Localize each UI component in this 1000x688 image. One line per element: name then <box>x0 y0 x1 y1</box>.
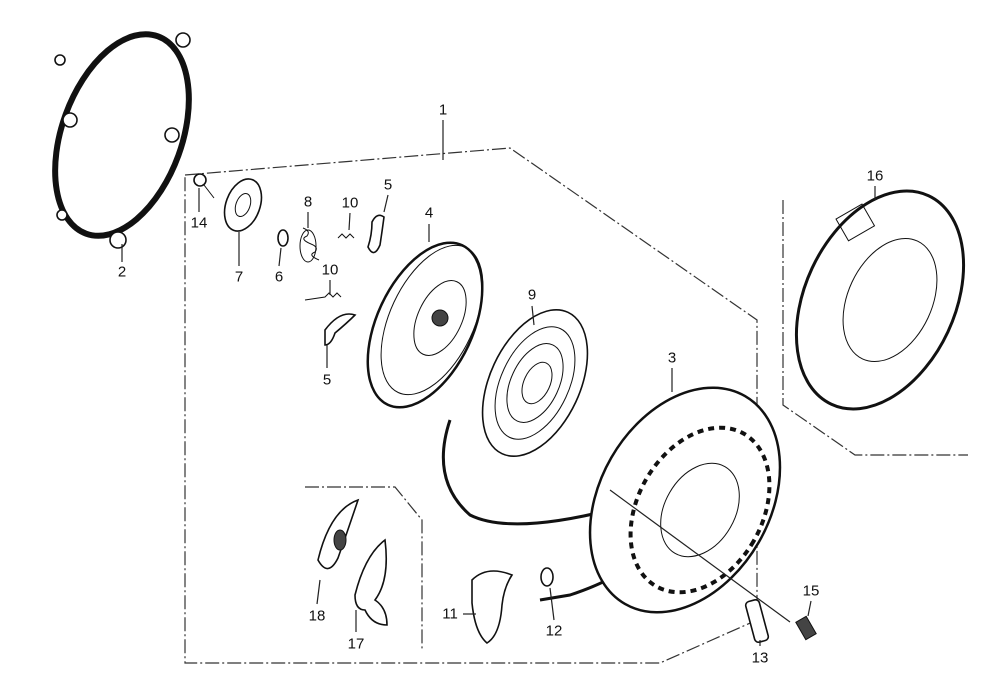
part-10-spring-lower <box>304 292 342 301</box>
callout-17: 17 <box>347 635 365 653</box>
callout-4: 4 <box>424 204 434 222</box>
callout-15: 15 <box>802 582 820 600</box>
part-15-bolt <box>795 615 817 641</box>
callout-9: 9 <box>527 286 537 304</box>
callout-18: 18 <box>308 607 326 625</box>
group-16-outline <box>782 200 968 456</box>
part-13-pin <box>744 599 770 643</box>
callout-14: 14 <box>190 214 208 232</box>
callout-2: 2 <box>117 263 127 281</box>
part-10-spring-upper <box>337 233 355 239</box>
part-18-grip <box>317 498 360 570</box>
part-5-pawl-lower <box>324 313 357 346</box>
part-7-ratchet <box>223 178 263 232</box>
callout-3: 3 <box>667 349 677 367</box>
callout-5-upper: 5 <box>383 176 393 194</box>
part-14-screw <box>193 173 215 199</box>
part-5-pawl-upper <box>367 214 385 254</box>
callout-6: 6 <box>274 268 284 286</box>
group-17-18-outline <box>305 486 423 650</box>
callout-16: 16 <box>866 167 884 185</box>
part-4-reel <box>366 241 484 409</box>
callout-1: 1 <box>438 101 448 119</box>
part-8-spring <box>299 227 320 263</box>
part-12-knot <box>540 567 554 587</box>
callout-8: 8 <box>303 193 313 211</box>
callout-11: 11 <box>442 605 458 623</box>
part-9-spiral-spring <box>481 308 589 458</box>
part-11-grip <box>471 570 514 644</box>
callout-10-upper: 10 <box>341 194 359 212</box>
part-16-fan-cover <box>794 189 966 411</box>
callout-10-lower: 10 <box>321 261 339 279</box>
callout-13: 13 <box>751 649 769 667</box>
callout-7: 7 <box>234 268 244 286</box>
part-6-washer <box>277 229 289 247</box>
part-17-grip <box>354 538 388 626</box>
callout-5-lower: 5 <box>322 371 332 389</box>
part-2-gasket <box>52 31 192 249</box>
callout-12: 12 <box>545 622 563 640</box>
part-3-starter-case <box>588 386 782 614</box>
